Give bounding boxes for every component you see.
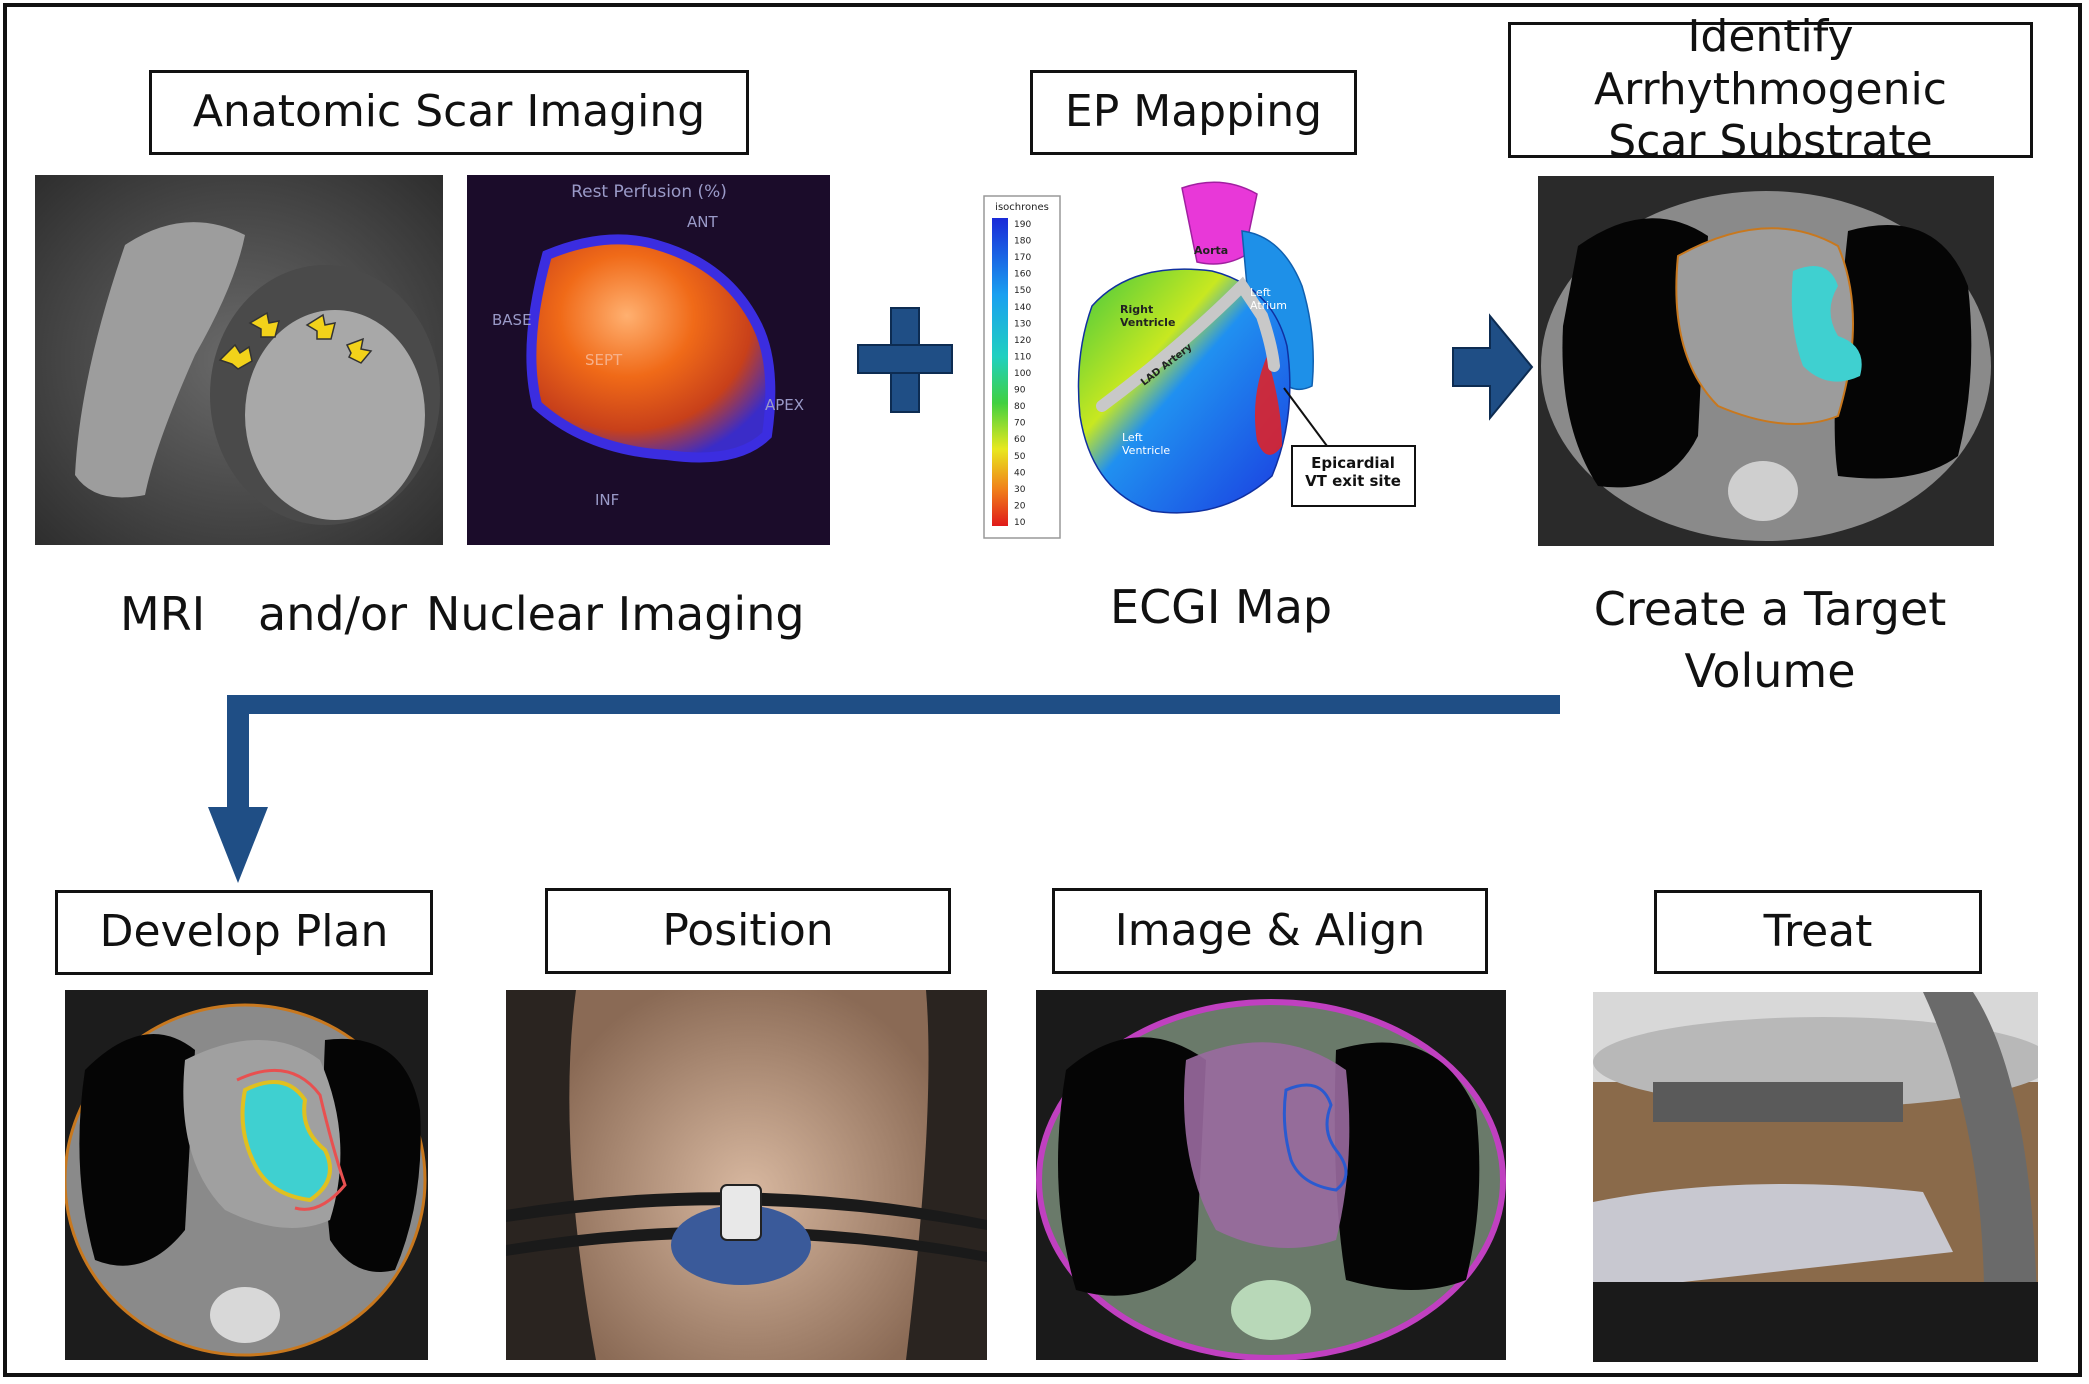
nuclear-inf-label: INF: [595, 491, 619, 509]
isochrone-tick-label: 30: [1014, 485, 1026, 495]
anatomic-scar-imaging-label: Anatomic Scar Imaging: [149, 70, 749, 155]
isochrone-tick-label: 80: [1014, 402, 1026, 412]
isochrone-tick-label: 170: [1014, 253, 1031, 263]
treatment-couch: [1593, 1282, 2038, 1362]
develop-plan-label: Develop Plan: [55, 890, 433, 975]
isochrone-scale-title: isochrones: [995, 202, 1049, 213]
callout-leader-line: [1283, 387, 1328, 447]
ventricles-shape: [1077, 268, 1291, 514]
mri-image: [35, 175, 443, 545]
patient-on-couch: [1593, 1184, 1953, 1292]
exit-site-region: [1254, 356, 1282, 455]
isochrone-tick-label: 10: [1014, 518, 1026, 528]
nuclear-sept-label: SEPT: [585, 351, 623, 369]
lv-cavity: [245, 310, 425, 520]
isochrone-tick-label: 130: [1014, 319, 1031, 329]
patient-torso: [569, 990, 929, 1360]
isochrone-tick-label: 150: [1014, 286, 1031, 296]
isochrone-tick-label: 140: [1014, 303, 1031, 313]
lad-artery-shape: [1096, 276, 1280, 412]
left-lung: [323, 1038, 421, 1272]
ct-target-image: [1538, 176, 1994, 546]
isochrone-tick-label: 40: [1014, 468, 1026, 478]
nuclear-ant-label: ANT: [687, 213, 718, 231]
spine: [1728, 461, 1798, 521]
isochrone-tick-label: 160: [1014, 270, 1031, 280]
plus-icon: [857, 307, 953, 413]
isochrone-tick-label: 20: [1014, 501, 1026, 511]
figure-frame: [3, 3, 2082, 1377]
right-lung: [1562, 218, 1708, 488]
left-lung: [1334, 1042, 1480, 1290]
treat-label: Treat: [1654, 890, 1982, 974]
flow-connector-arrow: [208, 695, 1560, 883]
surface-marker-pad: [671, 1205, 811, 1285]
target-volume: [1791, 266, 1862, 382]
isochrone-tick-label: 60: [1014, 435, 1026, 445]
identify-substrate-label: Identify Arrhythmogenic Scar Substrate: [1508, 11, 2033, 167]
scar-arrows-icon: [218, 311, 373, 370]
target-volume: [240, 1080, 332, 1203]
perfusion-map: [526, 234, 776, 463]
isochrone-tick-label: 90: [1014, 386, 1026, 396]
isochrone-tick-label: 180: [1014, 237, 1031, 247]
caption-nuclear-imaging: Nuclear Imaging: [426, 587, 805, 641]
treat-photo: [1593, 992, 2038, 1362]
isochrone-tick-label: 120: [1014, 336, 1031, 346]
image-align-image: [1036, 990, 1506, 1360]
rv-cavity: [75, 222, 245, 498]
isochrone-tick-label: 190: [1014, 220, 1031, 230]
nuclear-image: Rest Perfusion (%) ANT BASE SEPT APEX IN…: [467, 175, 830, 545]
left-lung: [1834, 225, 1972, 479]
caption-create-target-volume: Create a Target Volume: [1593, 582, 1947, 699]
callout-box: [1291, 445, 1416, 507]
isochrone-tick-label: 70: [1014, 419, 1026, 429]
caption-and-or: and/or: [258, 587, 408, 641]
isochrone-colorbar: [992, 218, 1008, 526]
caption-mri: MRI: [120, 587, 206, 641]
isochrone-tick-labels: 190 180 170 160 150 140 130 120 110 100 90 80 70 60 50…: [1014, 220, 1031, 528]
restraint-strap: [506, 1192, 987, 1230]
right-arrow-icon: [1452, 313, 1534, 421]
position-label: Position: [545, 888, 951, 974]
aorta-shape: [1181, 181, 1258, 265]
tracking-device: [720, 1184, 762, 1241]
develop-plan-image: [65, 990, 428, 1360]
image-align-label: Image & Align: [1052, 888, 1488, 974]
isochrone-tick-label: 110: [1014, 352, 1031, 362]
ep-mapping-label: EP Mapping: [1030, 70, 1357, 155]
nuclear-apex-label: APEX: [765, 396, 804, 414]
right-lung: [1058, 1037, 1206, 1296]
caption-ecgi-map: ECGI Map: [1110, 580, 1333, 634]
right-lung: [79, 1034, 195, 1266]
nuclear-title: Rest Perfusion (%): [571, 182, 727, 202]
isochrone-tick-label: 100: [1014, 369, 1031, 379]
isochrone-tick-label: 50: [1014, 452, 1026, 462]
spine: [210, 1287, 280, 1343]
target-contour: [1282, 1083, 1348, 1192]
position-photo: [506, 990, 987, 1360]
ecgi-map-image: isochrones 190 180 170 160 150 140 130 120 110 10…: [982, 176, 1442, 546]
nuclear-base-label: BASE: [492, 311, 532, 329]
spine: [1231, 1280, 1311, 1340]
aorta-label: Aorta: [1194, 244, 1228, 257]
